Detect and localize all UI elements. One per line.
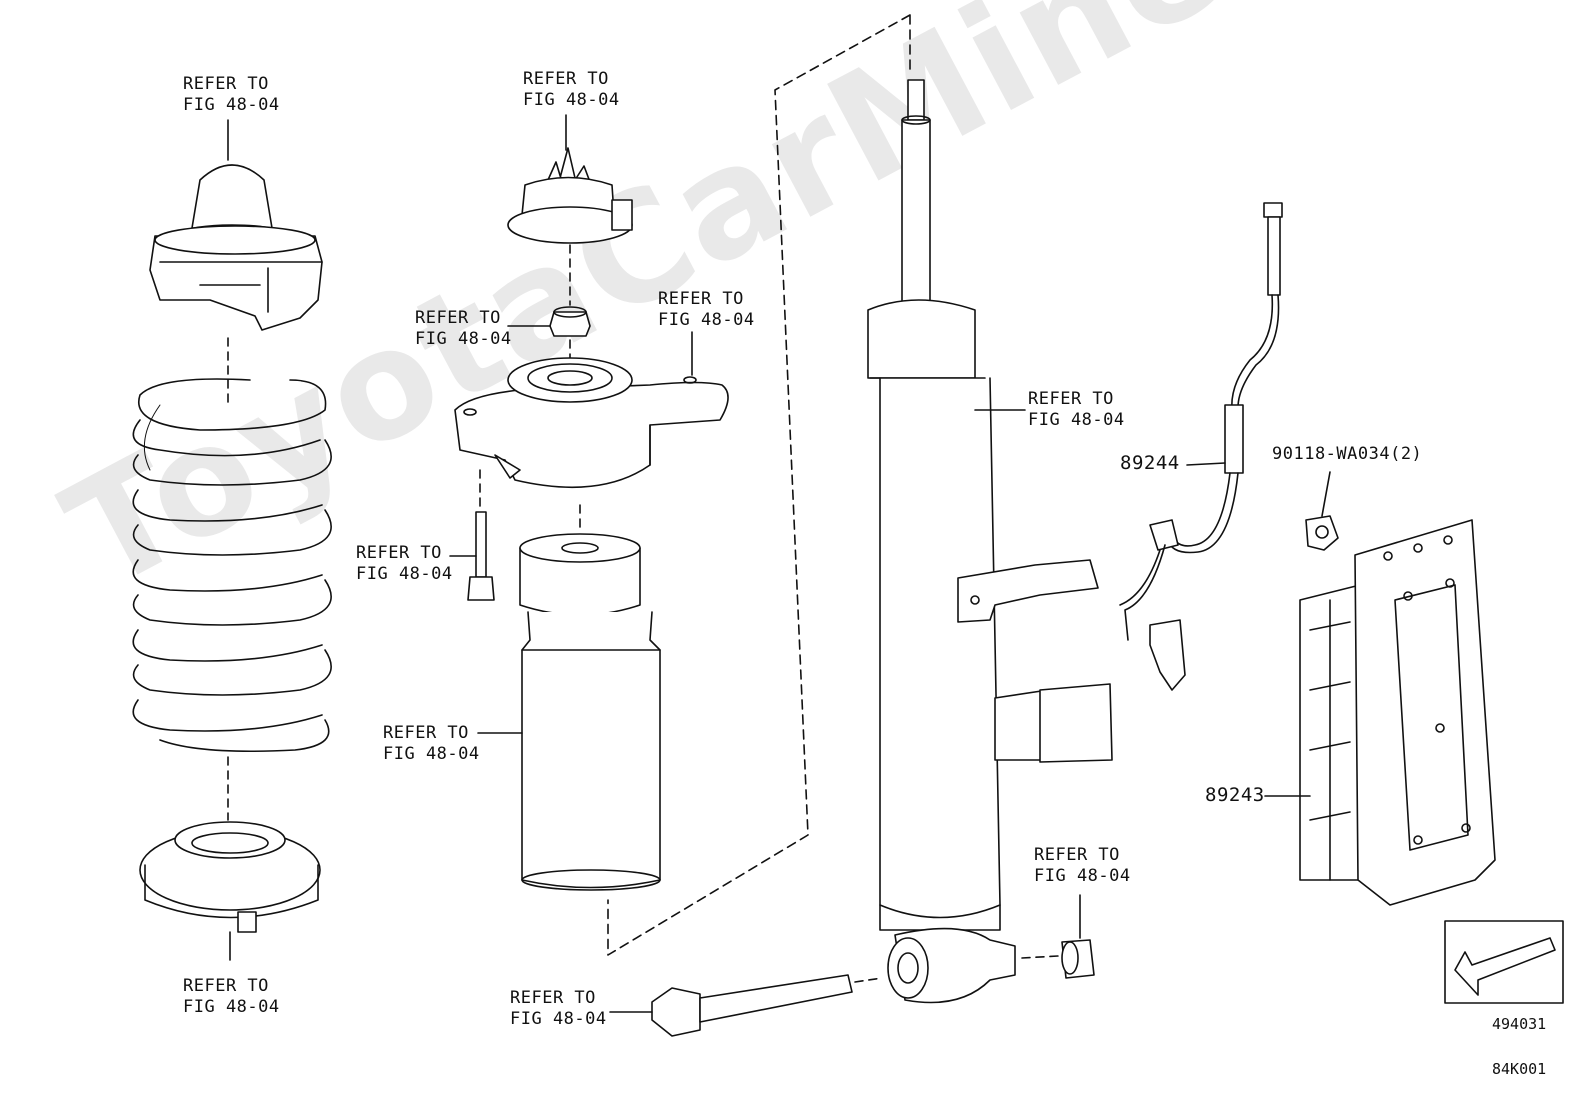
mount-bolt bbox=[467, 511, 495, 601]
dust-boot bbox=[521, 611, 661, 891]
illustration-code: 494031 bbox=[1492, 1015, 1547, 1033]
coil-spring bbox=[132, 378, 332, 753]
lower-spring-seat bbox=[139, 821, 321, 933]
upper-mount-cap bbox=[507, 147, 633, 244]
strut-mount bbox=[454, 357, 729, 489]
upper-spring-seat bbox=[149, 164, 323, 331]
shock-absorber bbox=[867, 79, 1113, 1004]
lower-nut bbox=[1061, 939, 1095, 979]
orientation-arrow-icon bbox=[1444, 920, 1564, 1004]
wheel-speed-sensor-harness bbox=[1119, 202, 1283, 691]
bump-stop bbox=[519, 533, 641, 616]
control-module bbox=[1299, 519, 1496, 906]
part-number-89243: 89243 bbox=[1205, 784, 1265, 806]
part-number-89244: 89244 bbox=[1120, 452, 1180, 474]
mount-nut bbox=[549, 306, 591, 337]
page-code: 84K001 bbox=[1492, 1060, 1547, 1078]
part-number-90118: 90118-WA034(2) bbox=[1272, 444, 1423, 464]
lower-bolt bbox=[651, 974, 853, 1037]
module-bolt bbox=[1305, 515, 1339, 551]
